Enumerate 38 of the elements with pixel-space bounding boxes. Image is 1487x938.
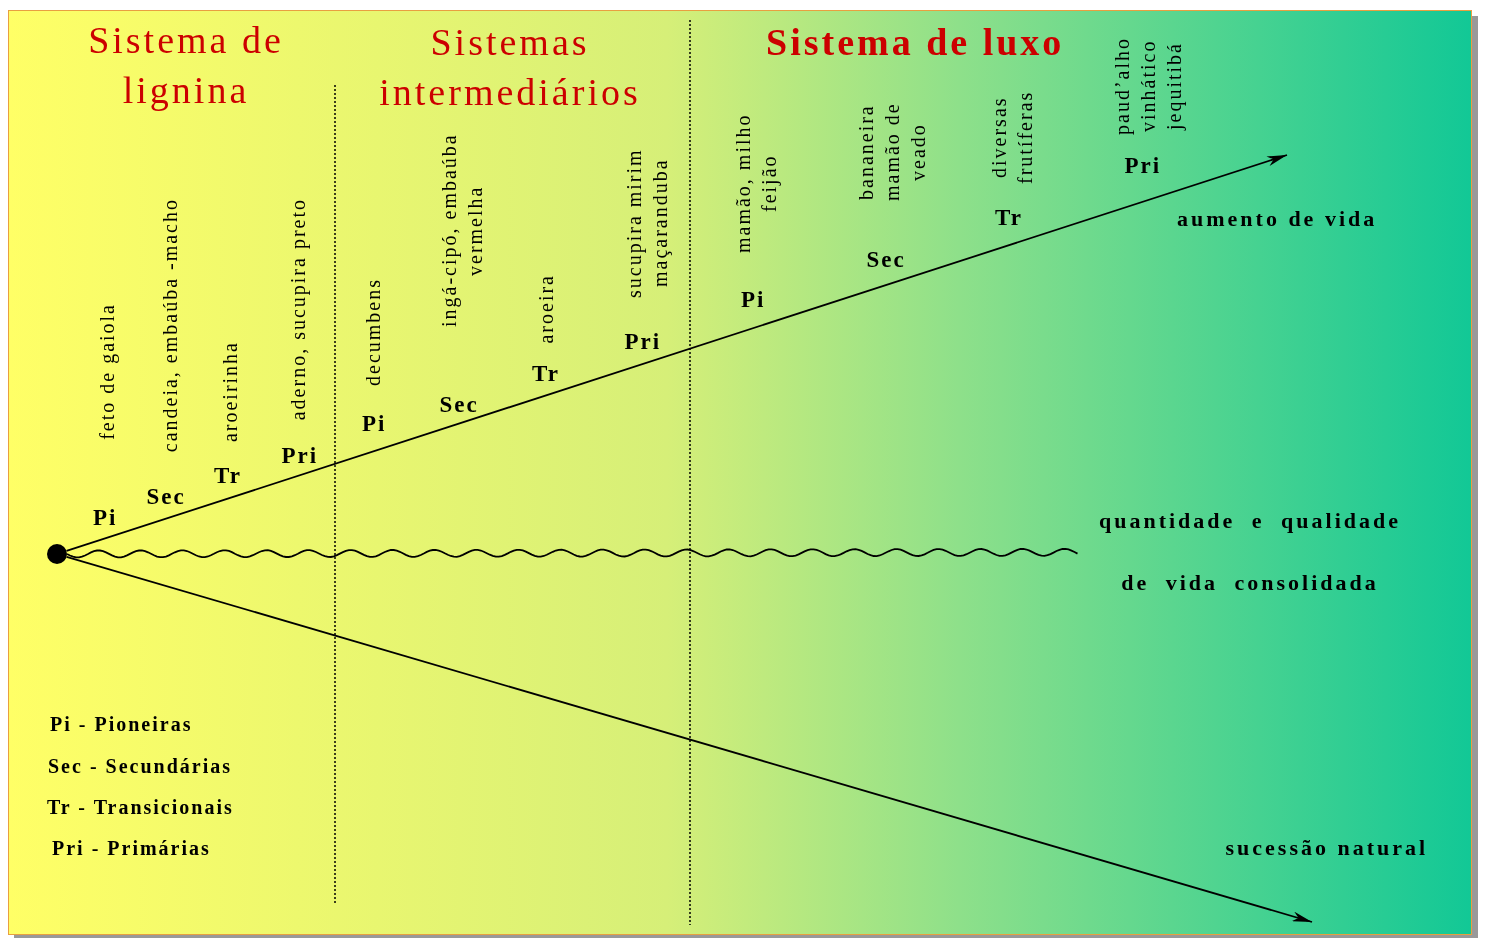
stage-abbreviation: Pi: [362, 411, 387, 437]
species-list: sucupira mirim maçaranduba: [621, 133, 673, 313]
species-list: aroeira: [533, 274, 559, 344]
stage-abbreviation: Tr: [214, 463, 242, 489]
stage-abbreviation: Pi: [741, 287, 766, 313]
section-heading: Sistemas intermediários: [378, 20, 642, 115]
key-entry: Pri - Primárias: [52, 836, 211, 860]
species-list: mamão, milho feijão: [730, 98, 782, 268]
arrow: [65, 555, 1313, 923]
species-list: feto de gaiola: [94, 303, 120, 440]
arrow-caption: quantidade e qualidade de vida consolidada: [1077, 490, 1423, 614]
stage-abbreviation: Sec: [439, 392, 479, 418]
stage-abbreviation: Tr: [995, 205, 1023, 231]
section-heading: Sistema de lignina: [87, 18, 285, 113]
arrow-caption: aumento de vida: [1177, 206, 1378, 232]
species-list: aderno, sucupira preto: [285, 198, 311, 421]
wavy-line: [66, 547, 1079, 559]
stage-abbreviation: Sec: [866, 247, 906, 273]
species-list: bananeira mamão de veado: [853, 92, 931, 212]
key-entry: Pi - Pioneiras: [50, 712, 193, 736]
key-entry: Tr - Transicionais: [47, 795, 234, 819]
stage-abbreviation: Pri: [1124, 153, 1162, 179]
arrow: [65, 154, 1288, 552]
arrow-caption: sucessão natural: [1225, 835, 1429, 861]
section-heading: Sistema de luxo: [766, 20, 1065, 65]
stage-abbreviation: Pi: [93, 505, 118, 531]
species-list: diversas frutíferas: [986, 85, 1038, 190]
stage-abbreviation: Pri: [281, 443, 319, 469]
species-list: ingá-cipó, embaúba vermelha: [436, 113, 488, 348]
species-list: decumbens: [360, 278, 386, 386]
stage-abbreviation: Sec: [146, 484, 186, 510]
origin-dot: [47, 544, 67, 564]
species-list: candeia, embaúba -macho: [157, 198, 183, 453]
stage-abbreviation: Pri: [624, 329, 662, 355]
species-list: aroeirinha: [217, 341, 243, 443]
stage-abbreviation: Tr: [532, 361, 560, 387]
key-entry: Sec - Secundárias: [48, 754, 232, 778]
species-list: paud’alho vinhático jequitibá: [1109, 27, 1187, 145]
